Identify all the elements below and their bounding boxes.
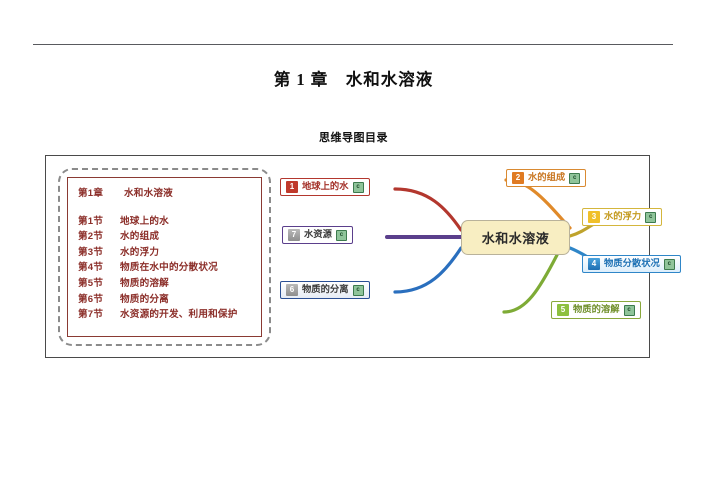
- node-label: 物质的分离: [302, 284, 349, 295]
- node-label: 地球上的水: [302, 181, 349, 192]
- toc-section-text: 物质在水中的分散状况: [120, 262, 218, 274]
- mindmap-node-4[interactable]: 4 物质分散状况 c: [582, 255, 681, 273]
- page-subtitle: 思维导图目录: [319, 132, 388, 144]
- mindmap-center-node[interactable]: 水和水溶液: [461, 220, 570, 255]
- toc-row: 第3节 水的浮力: [78, 245, 261, 261]
- mindmap: 水和水溶液 1 地球上的水 c 7 水资源 c 6 物质的分离 c 2: [278, 156, 681, 357]
- toc-row: 第1节 地球上的水: [78, 214, 261, 230]
- toc-section-label: 第6节: [78, 293, 104, 305]
- toc-row: 第5节 物质的溶解: [78, 276, 261, 292]
- mindmap-node-2[interactable]: 2 水的组成 c: [506, 169, 587, 187]
- note-icon[interactable]: c: [352, 181, 364, 193]
- toc-section-label: 第2节: [78, 231, 104, 243]
- mindmap-node-6[interactable]: 6 物质的分离 c: [280, 281, 370, 299]
- node-label: 物质分散状况: [604, 258, 660, 269]
- toc-chapter-text: 水和水溶液: [124, 188, 173, 199]
- node-number-badge: 3: [588, 211, 600, 223]
- node-number-badge: 1: [286, 181, 298, 193]
- mindmap-node-3[interactable]: 3 水的浮力 c: [582, 208, 663, 226]
- toc-section-text: 水的组成: [120, 231, 160, 243]
- toc-row: 第6节 物质的分离: [78, 292, 261, 308]
- node-number-badge: 4: [588, 258, 600, 270]
- toc-card: 第1章 水和水溶液 第1节 地球上的水 第2节 水的组成 第3节 水的浮力 第4节 物质在…: [58, 168, 271, 346]
- header-rule: [33, 44, 673, 45]
- toc-section-text: 物质的分离: [120, 293, 169, 305]
- note-icon[interactable]: c: [335, 229, 347, 241]
- note-icon[interactable]: c: [645, 211, 657, 223]
- node-number-badge: 7: [288, 229, 300, 241]
- node-label: 物质的溶解: [573, 304, 620, 315]
- node-number-badge: 5: [557, 304, 569, 316]
- node-number-badge: 6: [286, 284, 298, 296]
- toc-row: 第7节 水资源的开发、利用和保护: [78, 307, 261, 323]
- toc-section-label: 第7节: [78, 309, 104, 321]
- toc-section-text: 水的浮力: [120, 246, 160, 258]
- node-label: 水的浮力: [604, 211, 642, 222]
- node-label: 水资源: [304, 229, 332, 240]
- toc-section-label: 第4节: [78, 262, 104, 274]
- toc-section-text: 地球上的水: [120, 215, 169, 227]
- figure-frame: 第1章水和水溶液 第1节地球上的水 第2节水的组成 第3节水的浮力 第4节物质在…: [45, 155, 681, 358]
- mindmap-node-7[interactable]: 7 水资源 c: [282, 226, 353, 244]
- note-icon[interactable]: c: [352, 284, 364, 296]
- page-title: 第 1 章 水和水溶液: [273, 70, 434, 89]
- toc-inner: 第1章 水和水溶液 第1节 地球上的水 第2节 水的组成 第3节 水的浮力 第4节 物质在…: [67, 177, 262, 337]
- note-icon[interactable]: c: [663, 258, 675, 270]
- node-number-badge: 2: [512, 172, 524, 184]
- note-icon[interactable]: c: [569, 172, 581, 184]
- toc-chapter-row: 第1章 水和水溶液: [78, 186, 261, 202]
- toc-section-text: 物质的溶解: [120, 277, 169, 289]
- toc-chapter-label: 第1章: [78, 188, 104, 199]
- toc-section-label: 第3节: [78, 246, 104, 258]
- toc-section-label: 第1节: [78, 215, 104, 227]
- mindmap-node-5[interactable]: 5 物质的溶解 c: [551, 301, 641, 319]
- toc-row: 第2节 水的组成: [78, 229, 261, 245]
- note-icon[interactable]: c: [623, 304, 635, 316]
- toc-decorative-border: [58, 168, 271, 346]
- toc-section-label: 第5节: [78, 277, 104, 289]
- toc-row: 第4节 物质在水中的分散状况: [78, 260, 261, 276]
- mindmap-node-1[interactable]: 1 地球上的水 c: [280, 178, 370, 196]
- node-label: 水的组成: [528, 172, 566, 183]
- toc-section-text: 水资源的开发、利用和保护: [120, 309, 238, 321]
